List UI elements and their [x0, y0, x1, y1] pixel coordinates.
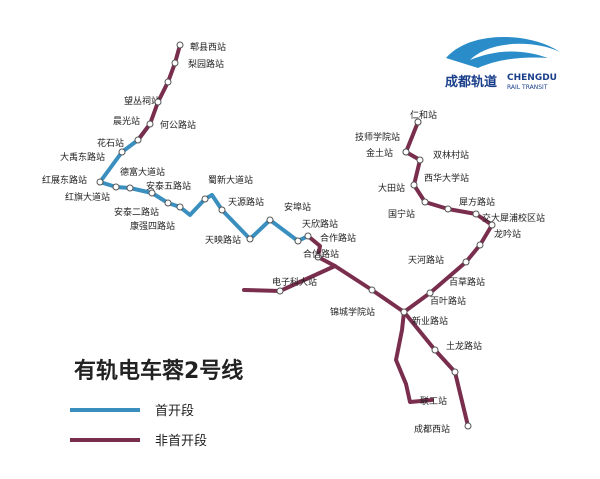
station-label: 仁和站: [410, 109, 437, 121]
station-marker: [304, 232, 312, 240]
station-marker: [416, 156, 424, 164]
station-label: 康强四路站: [130, 220, 175, 232]
station-marker: [96, 178, 104, 186]
station-label: 合信路站: [303, 248, 339, 260]
station-label: 安泰五路站: [146, 180, 191, 192]
map-title: 有轨电车蓉2号线: [74, 358, 243, 384]
station-label: 大田站: [378, 182, 405, 194]
station-label: 天源路站: [228, 196, 264, 208]
station-marker: [472, 210, 480, 218]
station-label: 德富大道站: [120, 166, 165, 178]
line-other-south: [394, 310, 434, 404]
station-marker: [164, 78, 172, 86]
station-marker: [462, 258, 470, 266]
station-marker: [171, 59, 179, 67]
station-label: 新业路站: [412, 315, 448, 327]
station-label: 蜀新大道站: [208, 174, 253, 186]
station-label: 西华大学站: [424, 172, 469, 184]
station-label: 犀方路站: [459, 196, 495, 208]
station-label: 红展东路站: [42, 174, 87, 186]
station-label: 安泰二路站: [114, 206, 159, 218]
station-marker: [444, 205, 452, 213]
station-label: 金土站: [366, 147, 393, 159]
station-label: 百叶路站: [430, 295, 466, 307]
station-marker: [126, 184, 134, 192]
station-marker: [118, 148, 126, 156]
station-label: 锦城学院站: [330, 306, 375, 318]
station-marker: [426, 289, 434, 297]
station-marker: [464, 422, 472, 430]
station-label: 成都西站: [414, 423, 450, 435]
station-marker: [146, 120, 154, 128]
station-label: 联工站: [420, 395, 447, 407]
line-other-south2: [402, 310, 470, 428]
station-label: 交大犀浦校区站: [482, 212, 545, 224]
station-label: 天河路站: [408, 254, 444, 266]
station-marker: [148, 189, 156, 197]
station-marker: [402, 148, 410, 156]
station-label: 大禹东路站: [60, 151, 105, 163]
station-marker: [134, 136, 142, 144]
station-label: 红旗大道站: [65, 191, 110, 203]
station-marker: [112, 183, 120, 191]
station-marker: [414, 118, 422, 126]
station-marker: [314, 253, 322, 261]
station-marker: [164, 199, 172, 207]
logo-en-sub-text: RAIL TRANSIT: [507, 84, 548, 91]
station-label: 望丛祠站: [124, 95, 160, 107]
station-label: 龙吟站: [494, 228, 521, 240]
station-marker: [294, 237, 302, 245]
legend-label-first-phase: 首开段: [155, 404, 194, 419]
station-label: 技师学院站: [355, 131, 400, 143]
station-marker: [276, 287, 284, 295]
station-label: 花石站: [97, 137, 124, 149]
station-marker: [176, 203, 184, 211]
station-marker: [431, 346, 439, 354]
station-label: 土龙路站: [446, 340, 482, 352]
legend-label-other: 非首开段: [155, 434, 207, 449]
logo-cn-text: 成都轨道: [445, 74, 497, 90]
station-marker: [421, 198, 429, 206]
station-label: 晨光站: [113, 115, 140, 127]
station-marker: [218, 206, 226, 214]
logo-swoosh-icon: [446, 36, 560, 68]
station-label: 何公路站: [160, 119, 196, 131]
logo-en-text: CHENGDU: [507, 73, 557, 83]
station-label: 郫县西站: [190, 41, 226, 53]
station-marker: [201, 195, 209, 203]
station-label: 国宁站: [388, 208, 415, 220]
station-marker: [476, 241, 484, 249]
station-marker: [176, 41, 184, 49]
station-marker: [368, 286, 376, 294]
station-marker: [246, 235, 254, 243]
station-marker: [410, 181, 418, 189]
station-label: 双林村站: [433, 149, 469, 161]
station-label: 梨园路站: [188, 58, 224, 70]
chengdu-rail-logo: 成都轨道 CHENGDU RAIL TRANSIT: [445, 36, 560, 91]
station-label: 百草路站: [449, 276, 485, 288]
station-label: 天映路站: [205, 234, 241, 246]
station-marker: [488, 221, 496, 229]
station-label: 合作路站: [320, 232, 356, 244]
station-marker: [451, 368, 459, 376]
station-label: 天欣路站: [302, 218, 338, 230]
station-label: 电子科大站: [272, 276, 317, 288]
station-marker: [154, 98, 162, 106]
station-label: 安埠站: [284, 201, 311, 213]
station-marker: [266, 216, 274, 224]
station-marker: [400, 308, 408, 316]
